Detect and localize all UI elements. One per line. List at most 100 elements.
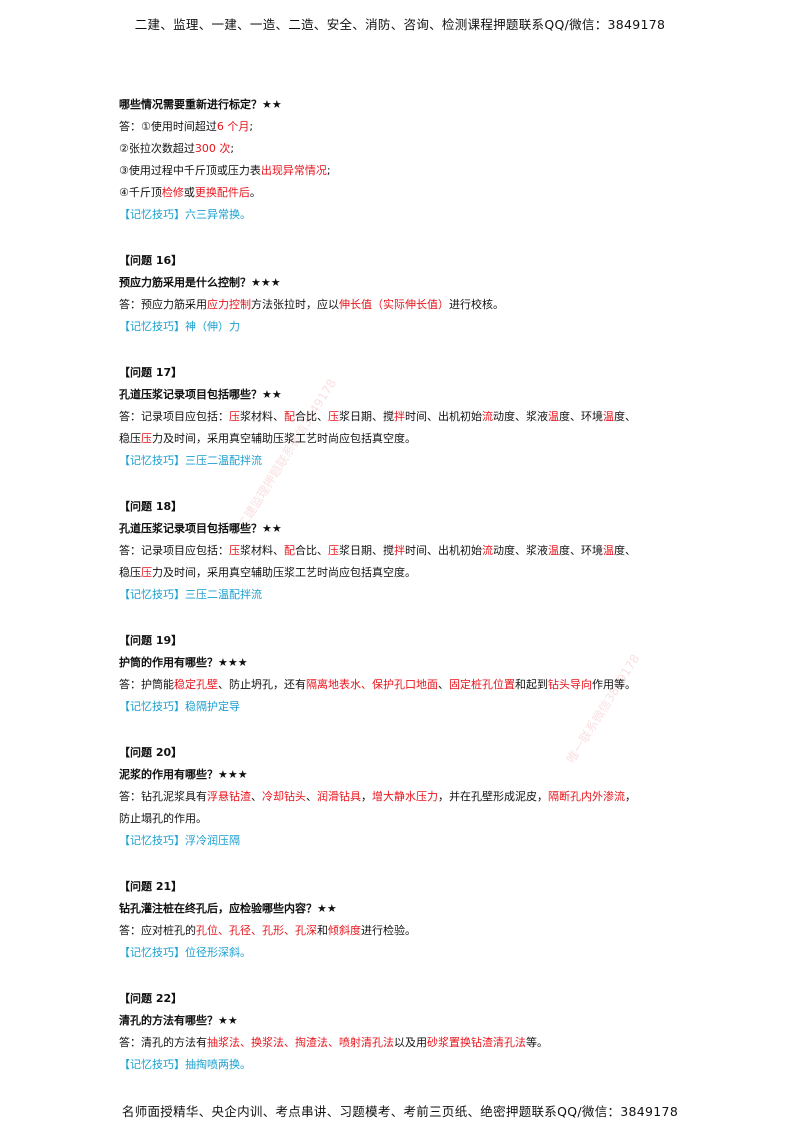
question-title: 【问题 17】 <box>119 366 183 379</box>
answer-text: 、 <box>251 790 262 803</box>
answer-text: ③使用过程中千斤顶或压力表 <box>119 164 261 177</box>
answer-text: ; <box>326 164 331 177</box>
highlight-text: 增大静水压力 <box>372 790 438 803</box>
answer-text: ，并在孔壁形成泥皮， <box>438 790 548 803</box>
highlight-text: 稳定孔壁 <box>174 678 218 691</box>
highlight-text: 孔位、孔径、孔形、孔深 <box>196 924 317 937</box>
memory-tip: 【记忆技巧】神（伸）力 <box>119 320 240 333</box>
question-text: 清孔的方法有哪些？★★ <box>119 1014 238 1027</box>
highlight-text: 润滑钻具 <box>317 790 361 803</box>
highlight-text: 更换配件后 <box>194 186 250 199</box>
highlight-text: 拌 <box>394 410 405 423</box>
answer-text: 度、 <box>614 544 636 557</box>
answer-text: 浆材料、 <box>240 410 284 423</box>
highlight-text: 配 <box>284 544 295 557</box>
answer-text: 动度、浆液 <box>493 544 548 557</box>
question-title: 【问题 20】 <box>119 746 183 759</box>
answer-line: 答：钻孔泥浆具有浮悬钻渣、冷却钻头、润滑钻具，增大静水压力，并在孔壁形成泥皮，隔… <box>119 786 689 808</box>
answer-line: ③使用过程中千斤顶或压力表出现异常情况; <box>119 160 689 182</box>
answer-line: 稳压压力及时间，采用真空辅助压浆工艺时尚应包括真空度。 <box>119 562 689 584</box>
answer-text: 答：护筒能 <box>119 678 174 691</box>
highlight-text: 浮悬钻渣 <box>207 790 251 803</box>
question-text: 泥浆的作用有哪些？★★★ <box>119 768 248 781</box>
answer-text: 、防止坍孔，还有 <box>218 678 306 691</box>
answer-text: 答：应对桩孔的 <box>119 924 196 937</box>
memory-tip: 【记忆技巧】三压二温配拌流 <box>119 588 262 601</box>
highlight-text: 温 <box>548 544 559 557</box>
answer-text: 稳压 <box>119 566 141 579</box>
answer-text: 答：清孔的方法有 <box>119 1036 207 1049</box>
highlight-text: 出现异常情况 <box>260 164 327 177</box>
highlight-text: 隔离地表水、保护孔口地面 <box>306 678 438 691</box>
highlight-text: 倾斜度 <box>328 924 361 937</box>
answer-text: 动度、浆液 <box>493 410 548 423</box>
highlight-text: 应力控制 <box>207 298 251 311</box>
answer-text: 答：①使用时间超过 <box>119 120 217 133</box>
highlight-text: 温 <box>603 544 614 557</box>
answer-text: 答：记录项目应包括： <box>119 410 229 423</box>
memory-tip: 【记忆技巧】浮冷润压隔 <box>119 834 240 847</box>
answer-text: 稳压 <box>119 432 141 445</box>
answer-text: 合比、 <box>295 544 328 557</box>
highlight-text: 检修 <box>161 186 184 199</box>
answer-text: 。 <box>249 186 261 199</box>
question-text: 预应力筋采用是什么控制？★★★ <box>119 276 281 289</box>
highlight-text: 伸长值（实际伸长值） <box>339 298 449 311</box>
highlight-text: 压 <box>141 566 152 579</box>
question-title: 【问题 18】 <box>119 500 183 513</box>
answer-text: 度、环境 <box>559 410 603 423</box>
answer-line: 答：护筒能稳定孔壁、防止坍孔，还有隔离地表水、保护孔口地面、固定桩孔位置和起到钻… <box>119 674 689 696</box>
answer-text: 答：预应力筋采用 <box>119 298 207 311</box>
answer-text: 力及时间，采用真空辅助压浆工艺时尚应包括真空度。 <box>152 566 416 579</box>
answer-text: 等。 <box>526 1036 548 1049</box>
answer-line: 稳压压力及时间，采用真空辅助压浆工艺时尚应包括真空度。 <box>119 428 689 450</box>
answer-text: 力及时间，采用真空辅助压浆工艺时尚应包括真空度。 <box>152 432 416 445</box>
answer-text: 浆日期、搅 <box>339 544 394 557</box>
answer-line: ④千斤顶检修或更换配件后。 <box>119 182 689 204</box>
highlight-text: 流 <box>482 544 493 557</box>
question-title: 【问题 21】 <box>119 880 183 893</box>
memory-tip: 【记忆技巧】位径形深斜。 <box>119 946 251 959</box>
answer-line: 防止塌孔的作用。 <box>119 812 207 825</box>
answer-text: 和 <box>317 924 328 937</box>
answer-text: 浆日期、搅 <box>339 410 394 423</box>
answer-text: 或 <box>183 186 195 199</box>
highlight-text: 压 <box>328 410 339 423</box>
answer-text: 度、 <box>614 410 636 423</box>
answer-text: 度、环境 <box>559 544 603 557</box>
answer-text: ④千斤顶 <box>119 186 162 199</box>
answer-text: ; <box>249 120 254 133</box>
answer-line: 答：记录项目应包括：压浆材料、配合比、压浆日期、搅拌时间、出机初始流动度、浆液温… <box>119 406 689 428</box>
answer-text: 和起到 <box>515 678 548 691</box>
highlight-text: 压 <box>229 410 240 423</box>
question-text: 护筒的作用有哪些？★★★ <box>119 656 248 669</box>
highlight-text: 隔断孔内外渗流 <box>548 790 625 803</box>
highlight-text: 流 <box>482 410 493 423</box>
highlight-text: 压 <box>328 544 339 557</box>
answer-text: ， <box>361 790 372 803</box>
answer-text: ②张拉次数超过 <box>119 142 195 155</box>
question-title: 【问题 22】 <box>119 992 183 1005</box>
answer-text: 时间、出机初始 <box>405 544 482 557</box>
memory-tip: 【记忆技巧】抽掏喷两换。 <box>119 1058 251 1071</box>
memory-tip: 【记忆技巧】三压二温配拌流 <box>119 454 262 467</box>
answer-text: 以及用 <box>394 1036 427 1049</box>
answer-text: ; <box>230 142 235 155</box>
highlight-text: 冷却钻头 <box>262 790 306 803</box>
answer-line: 答：清孔的方法有抽浆法、换浆法、掏渣法、喷射清孔法以及用砂浆置换钻渣清孔法等。 <box>119 1032 689 1054</box>
question-title: 【问题 19】 <box>119 634 183 647</box>
answer-line: 答：记录项目应包括：压浆材料、配合比、压浆日期、搅拌时间、出机初始流动度、浆液温… <box>119 540 689 562</box>
answer-line: ②张拉次数超过300 次; <box>119 138 689 160</box>
answer-text: 、 <box>438 678 449 691</box>
answer-line: 答：预应力筋采用应力控制方法张拉时，应以伸长值（实际伸长值）进行校核。 <box>119 294 689 316</box>
question-text: 哪些情况需要重新进行标定？★★ <box>119 98 282 111</box>
document-body: 哪些情况需要重新进行标定？★★ 答：①使用时间超过6 个月; ②张拉次数超过30… <box>119 94 689 1076</box>
question-text: 孔道压浆记录项目包括哪些？★★ <box>119 522 282 535</box>
answer-text: 合比、 <box>295 410 328 423</box>
answer-text: 答：钻孔泥浆具有 <box>119 790 207 803</box>
answer-text: 作用等。 <box>592 678 636 691</box>
answer-text: 方法张拉时，应以 <box>251 298 339 311</box>
answer-text: 答：记录项目应包括： <box>119 544 229 557</box>
highlight-text: 温 <box>548 410 559 423</box>
memory-tip: 【记忆技巧】六三异常换。 <box>119 208 251 221</box>
